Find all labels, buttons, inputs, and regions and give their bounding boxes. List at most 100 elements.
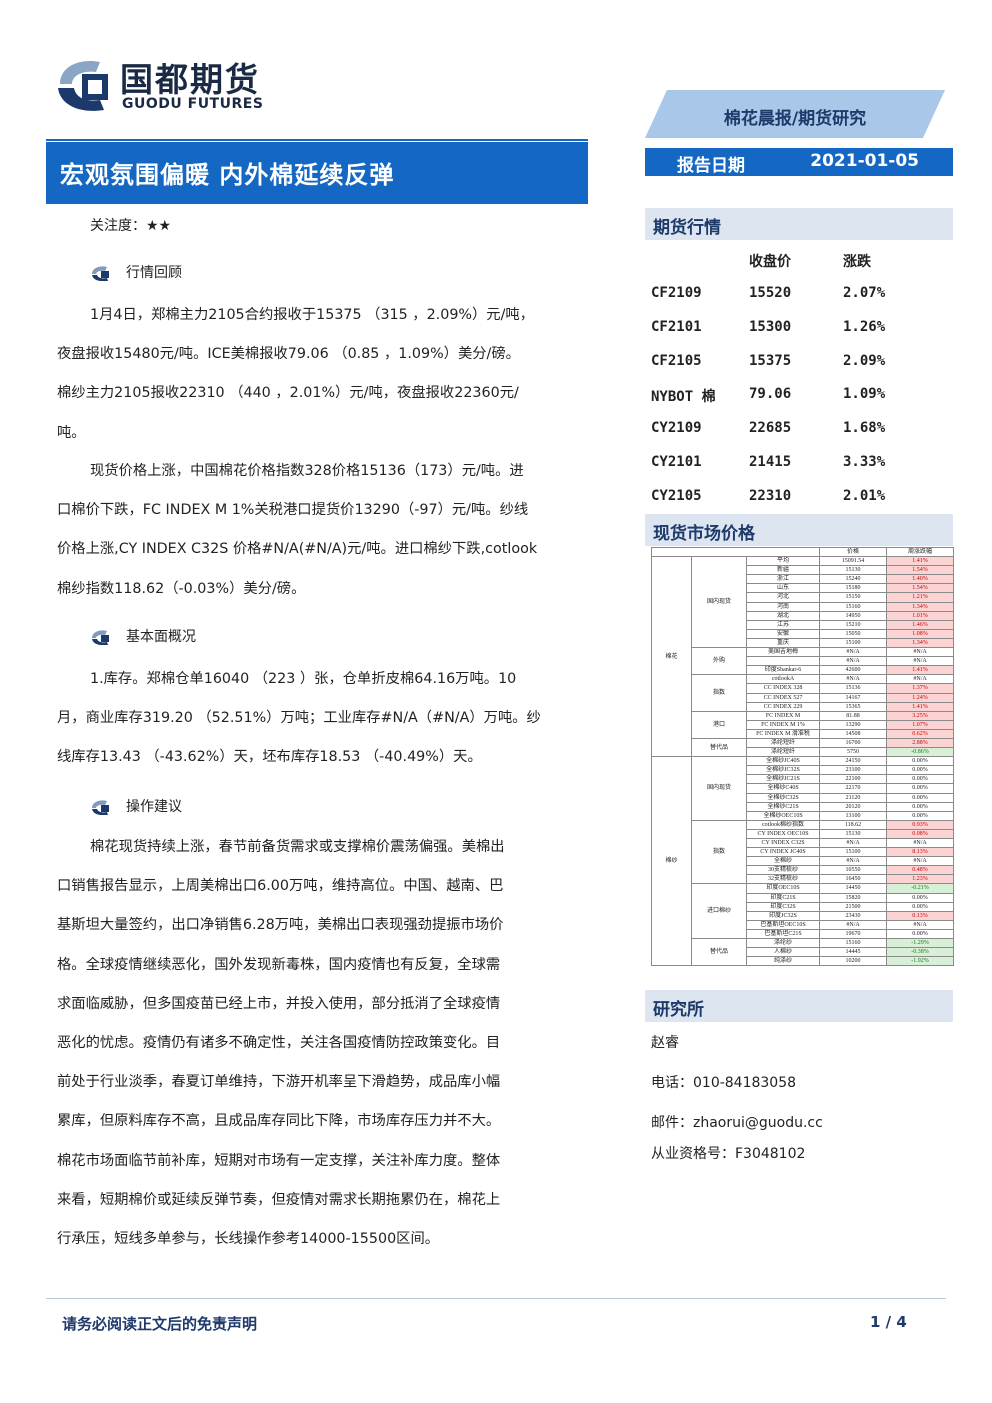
title-divider bbox=[46, 139, 588, 141]
subcategory-cell: 替代品 bbox=[691, 737, 747, 758]
contract-name: CF2101 bbox=[651, 318, 702, 335]
text-line: 价格上涨,CY INDEX C32S 价格#N/A(#N/A)元/吨。进口棉纱下… bbox=[57, 541, 538, 558]
item-change: 0.00% bbox=[886, 792, 955, 803]
subcategory-cell: 外购 bbox=[691, 647, 747, 676]
item-name: 印度Shankar-6 bbox=[745, 665, 821, 676]
item-price: #N/A bbox=[819, 919, 888, 930]
item-change: -0.21% bbox=[886, 883, 955, 894]
item-price: 10200 bbox=[819, 956, 888, 967]
text-line: 1月4日，郑棉主力2105合约报收于15375 （315 ，2.09%）元/吨， bbox=[90, 307, 535, 323]
item-change: 2.88% bbox=[886, 737, 955, 749]
section-bullet-icon bbox=[92, 266, 109, 281]
logo-icon bbox=[58, 60, 108, 111]
text-line: 求面临威胁，但多国疫苗已经上市，并投入使用，部分抵消了全球疫情 bbox=[57, 995, 501, 1012]
text-line: 夜盘报收15480元/吨。ICE美棉报收79.06 （0.85 ，1.09%）美… bbox=[57, 346, 520, 363]
item-price: 19670 bbox=[819, 928, 888, 940]
close-price: 21415 bbox=[749, 454, 792, 470]
date-label: 报告日期 bbox=[677, 156, 745, 176]
item-name: 浙江 bbox=[745, 574, 821, 585]
item-name: FC INDEX M 滑准税 bbox=[745, 728, 821, 739]
item-change: 1.23% bbox=[886, 874, 955, 885]
item-name: 全棉纱C21S bbox=[745, 801, 821, 812]
item-change: 0.00% bbox=[886, 801, 955, 812]
item-name: 河北 bbox=[745, 592, 821, 603]
item-name: 湖北 bbox=[745, 610, 821, 621]
analyst-license: 从业资格号：F3048102 bbox=[651, 1146, 806, 1162]
item-change: -1.92% bbox=[886, 956, 955, 967]
item-price: 15365 bbox=[819, 701, 888, 712]
item-change: 0.62% bbox=[886, 728, 955, 739]
text-line: 棉纱指数118.62（-0.03%）美分/磅。 bbox=[57, 580, 306, 597]
close-price: 22685 bbox=[749, 420, 792, 437]
price-change: 1.26% bbox=[843, 318, 886, 335]
disclaimer-note[interactable]: 请务必阅读正文后的免责声明 bbox=[62, 1315, 258, 1333]
item-name bbox=[745, 656, 821, 667]
logo-text-en: GUODU FUTURES bbox=[122, 96, 264, 112]
item-name: 全棉纱C40S bbox=[745, 783, 821, 794]
col-close-header: 收盘价 bbox=[749, 254, 791, 270]
panel-title: 期货行情 bbox=[653, 218, 721, 238]
item-name: 山东 bbox=[745, 583, 821, 594]
item-name: 巴基斯坦OEC10S bbox=[745, 919, 821, 930]
subcategory-cell: 替代品 bbox=[691, 938, 747, 967]
item-price: 22100 bbox=[819, 774, 888, 785]
item-price: 42600 bbox=[819, 665, 888, 676]
item-name: 全棉纱JC21S bbox=[745, 774, 821, 785]
item-name: 印度JC32S bbox=[745, 910, 821, 921]
item-price: 14450 bbox=[819, 883, 888, 894]
spot-header-row: 价格周涨跌幅 bbox=[650, 546, 955, 558]
close-price: 15520 bbox=[749, 285, 792, 301]
item-change: #N/A bbox=[886, 647, 955, 658]
item-name: 印度OEC10S bbox=[745, 883, 821, 894]
contract-name: CY2101 bbox=[651, 454, 702, 470]
futures-heading: 期货行情 bbox=[645, 208, 953, 240]
analyst-email[interactable]: 邮件：zhaorui@guodu.cc bbox=[651, 1115, 823, 1131]
panel-title: 现货市场价格 bbox=[653, 524, 755, 544]
col-change-header: 涨跌 bbox=[843, 254, 871, 270]
item-change: #N/A bbox=[886, 837, 955, 849]
title-bar: 宏观氛围偏暖 内外棉延续反弹 bbox=[46, 142, 588, 204]
date-bar: 报告日期 2021-01-05 bbox=[645, 148, 953, 176]
item-name: 全棉纱JC32S bbox=[745, 765, 821, 776]
text-line: 线库存13.43 （-43.62%）天，坯布库存18.53 （-40.49%）天… bbox=[57, 749, 482, 766]
item-name: FC INDEX M 1% bbox=[745, 719, 821, 730]
text-line: 现货价格上涨，中国棉花价格指数328价格15136（173）元/吨。进 bbox=[90, 463, 524, 479]
category-cell: 棉花 bbox=[651, 556, 692, 758]
analyst-phone: 电话：010-84183058 bbox=[651, 1075, 797, 1091]
item-change: 0.00% bbox=[886, 901, 955, 912]
item-name: 重庆 bbox=[745, 637, 821, 649]
item-name: 巴基斯坦C21S bbox=[745, 928, 821, 940]
item-name: CC INDEX 527 bbox=[745, 692, 821, 703]
text-line: 棉花现货持续上涨，春节前备货需求或支撑棉价震荡偏强。美棉出 bbox=[90, 839, 505, 855]
item-price: 23430 bbox=[819, 910, 888, 921]
item-change: 1.41% bbox=[886, 556, 955, 567]
item-name: CY INDEX C32S bbox=[745, 837, 821, 849]
item-change: #N/A bbox=[886, 656, 955, 667]
item-change: -0.38% bbox=[886, 947, 955, 958]
contract-name: NYBOT 棉 bbox=[651, 389, 716, 406]
subcategory-cell: 进口棉纱 bbox=[691, 883, 747, 940]
item-name: 印度C21S bbox=[745, 892, 821, 903]
item-change: #N/A bbox=[886, 856, 955, 867]
item-price: 22170 bbox=[819, 783, 888, 794]
section-bullet-icon bbox=[92, 630, 109, 645]
item-price: #N/A bbox=[819, 837, 888, 849]
item-price: 21500 bbox=[819, 901, 888, 912]
